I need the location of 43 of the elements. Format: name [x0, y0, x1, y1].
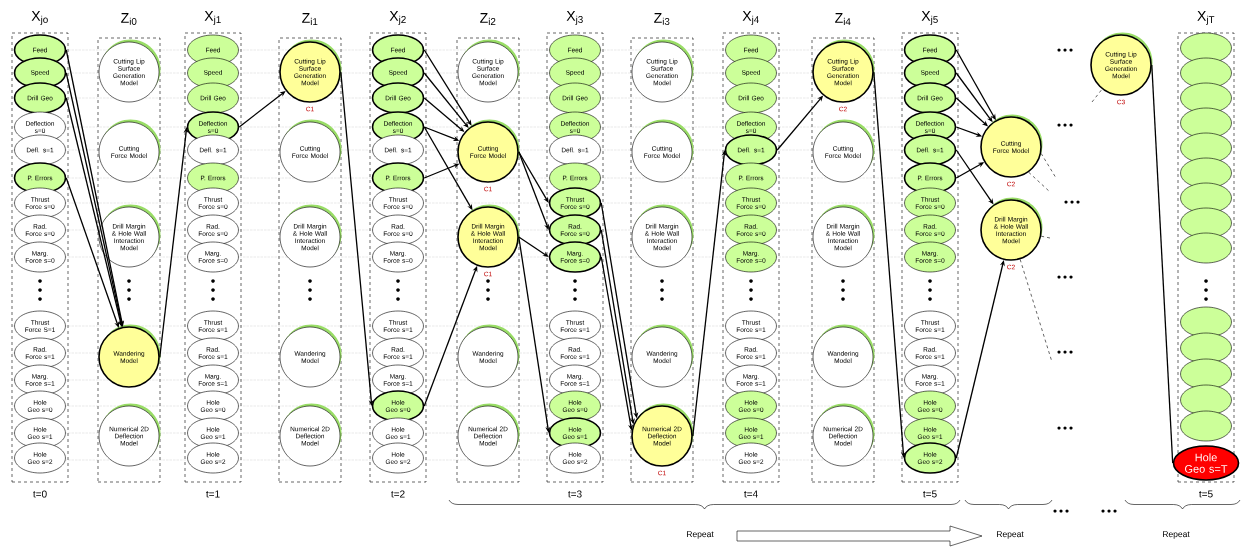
dashed-line [1040, 235, 1051, 239]
repeat-label: Repeat [687, 531, 714, 539]
dashed-line [1091, 88, 1103, 103]
time-step-label: t=5 [1199, 490, 1213, 498]
arrow [692, 150, 727, 437]
arrow [518, 236, 551, 433]
column-heading: X$_{j2}$ [389, 11, 406, 25]
variable-ellipse [1180, 332, 1232, 364]
time-step-label: t=4 [744, 490, 758, 498]
arrow [340, 71, 374, 406]
connector-line [1151, 64, 1174, 464]
column-heading: X$_{j1}$ [204, 11, 221, 25]
column-heading: X$_{jT}$ [1197, 11, 1215, 25]
arrow [873, 71, 906, 458]
arrow [65, 177, 120, 328]
column-heading: Z$_{i0}$ [121, 13, 137, 25]
variable-ellipse [1180, 384, 1232, 416]
arrow [159, 127, 189, 358]
arrow [518, 151, 549, 230]
time-step-label: t=2 [391, 490, 405, 498]
variable-ellipse [1180, 306, 1232, 338]
time-step-label: t=3 [568, 490, 582, 498]
dashed-line [1028, 171, 1051, 193]
arrow [518, 236, 549, 257]
dashed-line [1040, 153, 1057, 179]
variable-ellipse [1180, 358, 1232, 390]
variable-ellipse [1180, 410, 1232, 442]
repeat-label: Repeat [1163, 531, 1190, 539]
column-heading: X$_{j4}$ [742, 11, 759, 25]
column-heading: Z$_{i1}$ [302, 13, 318, 25]
variable-ellipse [1180, 232, 1232, 264]
column-heading: X$_{jo}$ [31, 11, 48, 25]
arrow [423, 49, 472, 126]
column-heading: Z$_{i4}$ [835, 13, 851, 25]
column-heading: Z$_{i3}$ [654, 13, 670, 25]
time-step-label: t=0 [33, 490, 47, 498]
column-heading: X$_{j5}$ [921, 11, 938, 25]
time-step-label: t=1 [206, 490, 220, 498]
time-step-label: t=5 [923, 490, 937, 498]
arrow [518, 151, 549, 203]
column-heading: X$_{j3}$ [566, 11, 583, 25]
repeat-label: Repeat [997, 531, 1024, 539]
column-heading: Z$_{i2}$ [480, 13, 496, 25]
